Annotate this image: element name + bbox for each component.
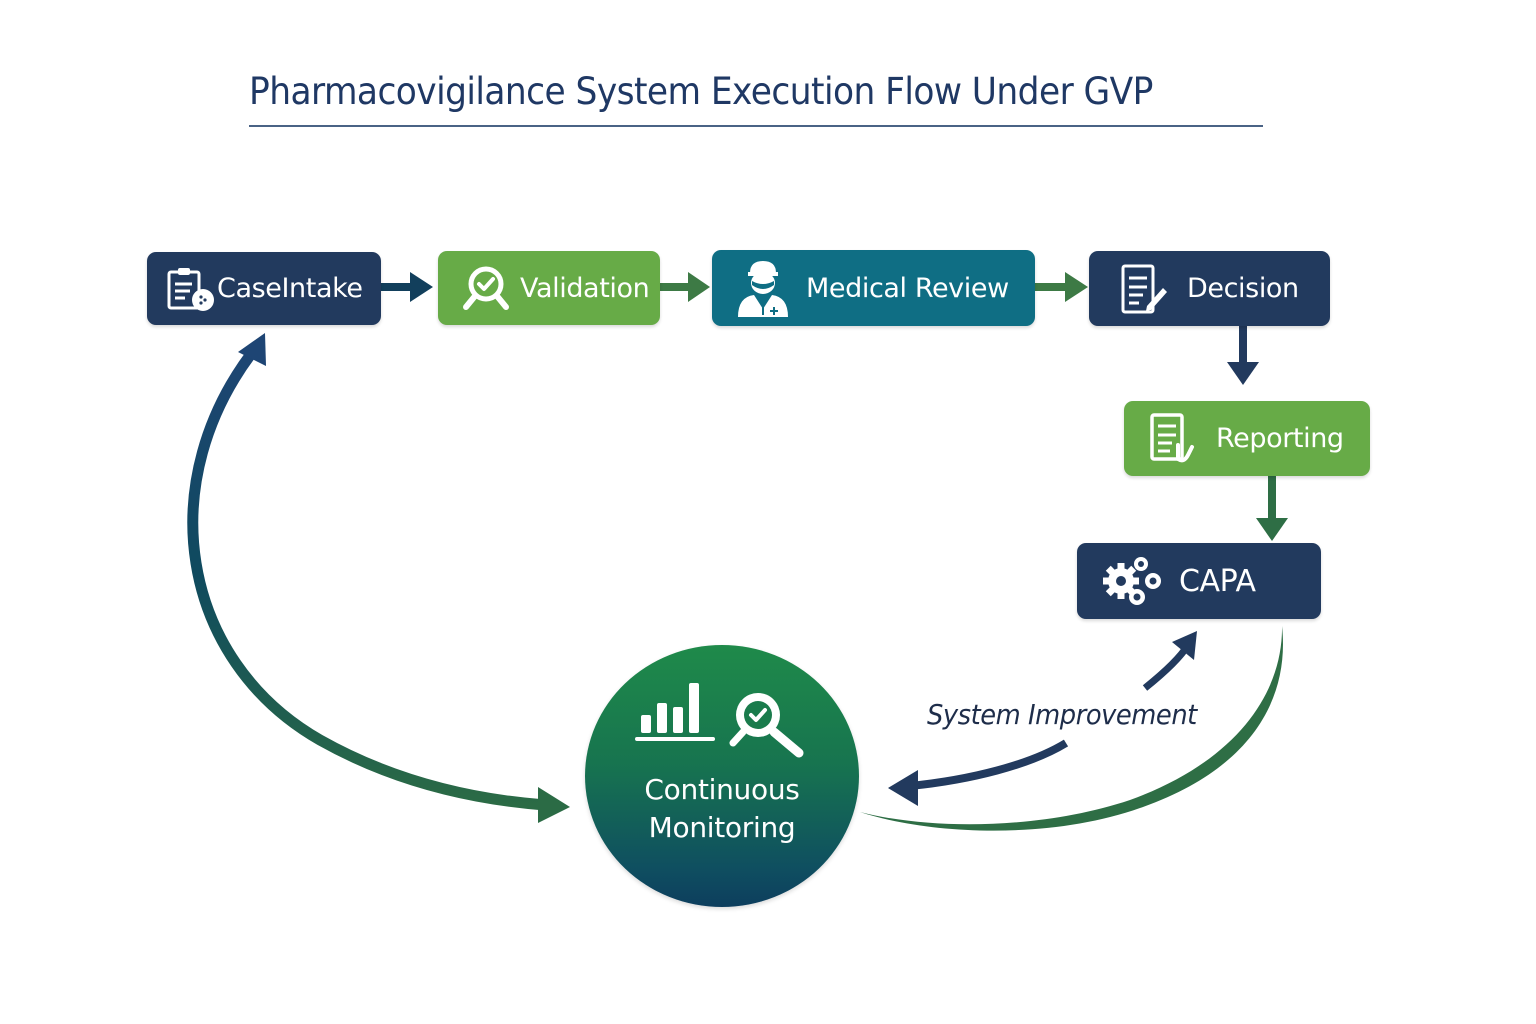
node-validation[interactable]: Validation xyxy=(438,251,660,325)
arrowhead-to-monitoring xyxy=(538,787,570,823)
bar-chart-icon xyxy=(635,683,715,741)
title-underline xyxy=(249,125,1263,127)
page-title: Pharmacovigilance System Execution Flow … xyxy=(249,70,1153,113)
node-case-intake[interactable]: CaseIntake xyxy=(147,252,381,325)
arrow-medical-review-to-decision xyxy=(1035,272,1088,302)
arc-system-improvement xyxy=(888,631,1197,806)
arrow-decision-to-reporting xyxy=(1227,326,1259,385)
node-reporting[interactable]: Reporting xyxy=(1124,401,1370,476)
arc-monitoring-caseintake xyxy=(187,333,570,823)
node-medical-review[interactable]: Medical Review xyxy=(712,250,1035,326)
node-label: CaseIntake xyxy=(217,273,363,304)
node-continuous-monitoring[interactable]: Continuous Monitoring xyxy=(585,645,859,907)
doctor-icon xyxy=(734,257,792,319)
arrow-caseintake-to-validation xyxy=(381,272,433,302)
node-label: Validation xyxy=(520,272,650,304)
clipboard-icon xyxy=(165,264,217,314)
arrowhead-to-caseintake xyxy=(238,333,266,366)
node-capa[interactable]: CAPA xyxy=(1077,543,1321,619)
node-label: Medical Review xyxy=(806,272,1009,304)
monitor-icons xyxy=(635,677,815,763)
report-icon xyxy=(1148,411,1196,467)
node-label: Decision xyxy=(1187,273,1299,304)
monitor-label-line1: Continuous xyxy=(644,773,800,806)
system-improvement-label: System Improvement xyxy=(927,698,1197,731)
arrow-reporting-to-capa xyxy=(1256,476,1288,541)
node-label: Reporting xyxy=(1216,423,1344,454)
magnifier-check-icon xyxy=(729,693,804,758)
magnifier-check-icon xyxy=(460,263,516,313)
gears-icon xyxy=(1099,553,1165,609)
document-pen-icon xyxy=(1117,262,1171,316)
arc-capa-to-monitoring xyxy=(860,626,1283,831)
arrow-validation-to-medical-review xyxy=(660,272,710,302)
monitor-label-line2: Monitoring xyxy=(648,811,796,844)
node-decision[interactable]: Decision xyxy=(1089,251,1330,326)
node-label: CAPA xyxy=(1179,563,1256,599)
